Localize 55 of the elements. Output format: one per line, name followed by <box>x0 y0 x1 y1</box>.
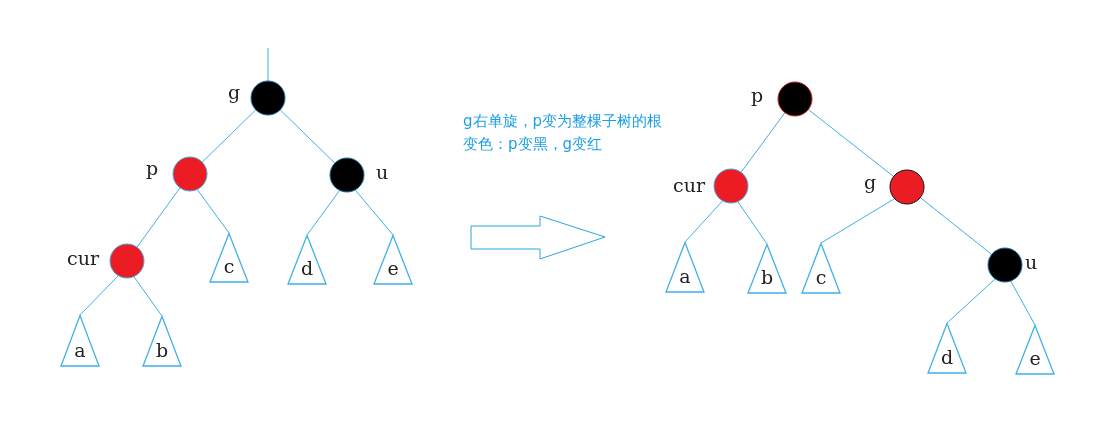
tree-edge <box>737 201 768 245</box>
subtree-label: a <box>678 266 692 286</box>
subtree-label: e <box>386 258 400 278</box>
tree-edge <box>79 275 119 316</box>
tree-edge <box>807 109 895 177</box>
node-name: p <box>145 158 159 178</box>
annotation-text: g右单旋，p变为整棵子树的根 <box>463 112 663 130</box>
tree-edge <box>946 278 996 324</box>
tree-edge <box>201 109 257 163</box>
tree-edge <box>684 200 724 243</box>
tree-edge <box>279 109 336 164</box>
tree-node-circle <box>109 243 145 279</box>
subtree-triangle <box>209 233 249 283</box>
tree-node-circle <box>889 169 925 205</box>
subtree-label: a <box>73 340 87 360</box>
tree-edge <box>306 189 341 236</box>
tree-edge <box>196 188 230 234</box>
node-name: cur <box>67 248 99 268</box>
subtree-triangle <box>747 244 787 294</box>
tree-node-circle <box>329 157 365 193</box>
tree-edge <box>820 198 896 244</box>
node-name: u <box>375 162 389 182</box>
subtree-label: e <box>1028 348 1042 368</box>
node-name: p <box>750 85 764 105</box>
subtree-triangle <box>60 315 100 367</box>
tree-edge <box>354 189 394 236</box>
subtree-triangle <box>801 243 841 294</box>
subtree-label: d <box>939 347 955 367</box>
subtree-triangle <box>142 316 182 367</box>
subtree-triangle <box>373 235 413 285</box>
tree-edge <box>136 187 181 248</box>
annotation-text: 变色：p变黑，g变红 <box>463 135 603 153</box>
subtree-triangle <box>927 323 967 374</box>
subtree-label: d <box>299 258 315 278</box>
subtree-label: c <box>222 256 236 276</box>
node-name: g <box>227 82 241 102</box>
tree-node-circle <box>172 156 208 192</box>
subtree-triangle <box>1015 325 1055 375</box>
subtree-label: b <box>759 267 775 287</box>
node-name: g <box>863 172 877 192</box>
subtree-label: c <box>814 267 828 287</box>
tree-node-circle <box>777 81 813 117</box>
subtree-triangle <box>287 235 327 285</box>
tree-edge <box>133 276 163 317</box>
node-name: u <box>1024 252 1038 272</box>
subtree-triangle <box>665 242 705 293</box>
node-name: cur <box>673 175 705 195</box>
tree-edge <box>1010 280 1036 326</box>
tree-edge <box>267 47 269 82</box>
tree-node-circle <box>250 80 286 116</box>
tree-node-circle <box>713 168 749 204</box>
tree-node-circle <box>987 247 1023 283</box>
tree-edge <box>919 197 993 255</box>
subtree-label: b <box>154 340 170 360</box>
tree-edge <box>740 112 786 173</box>
